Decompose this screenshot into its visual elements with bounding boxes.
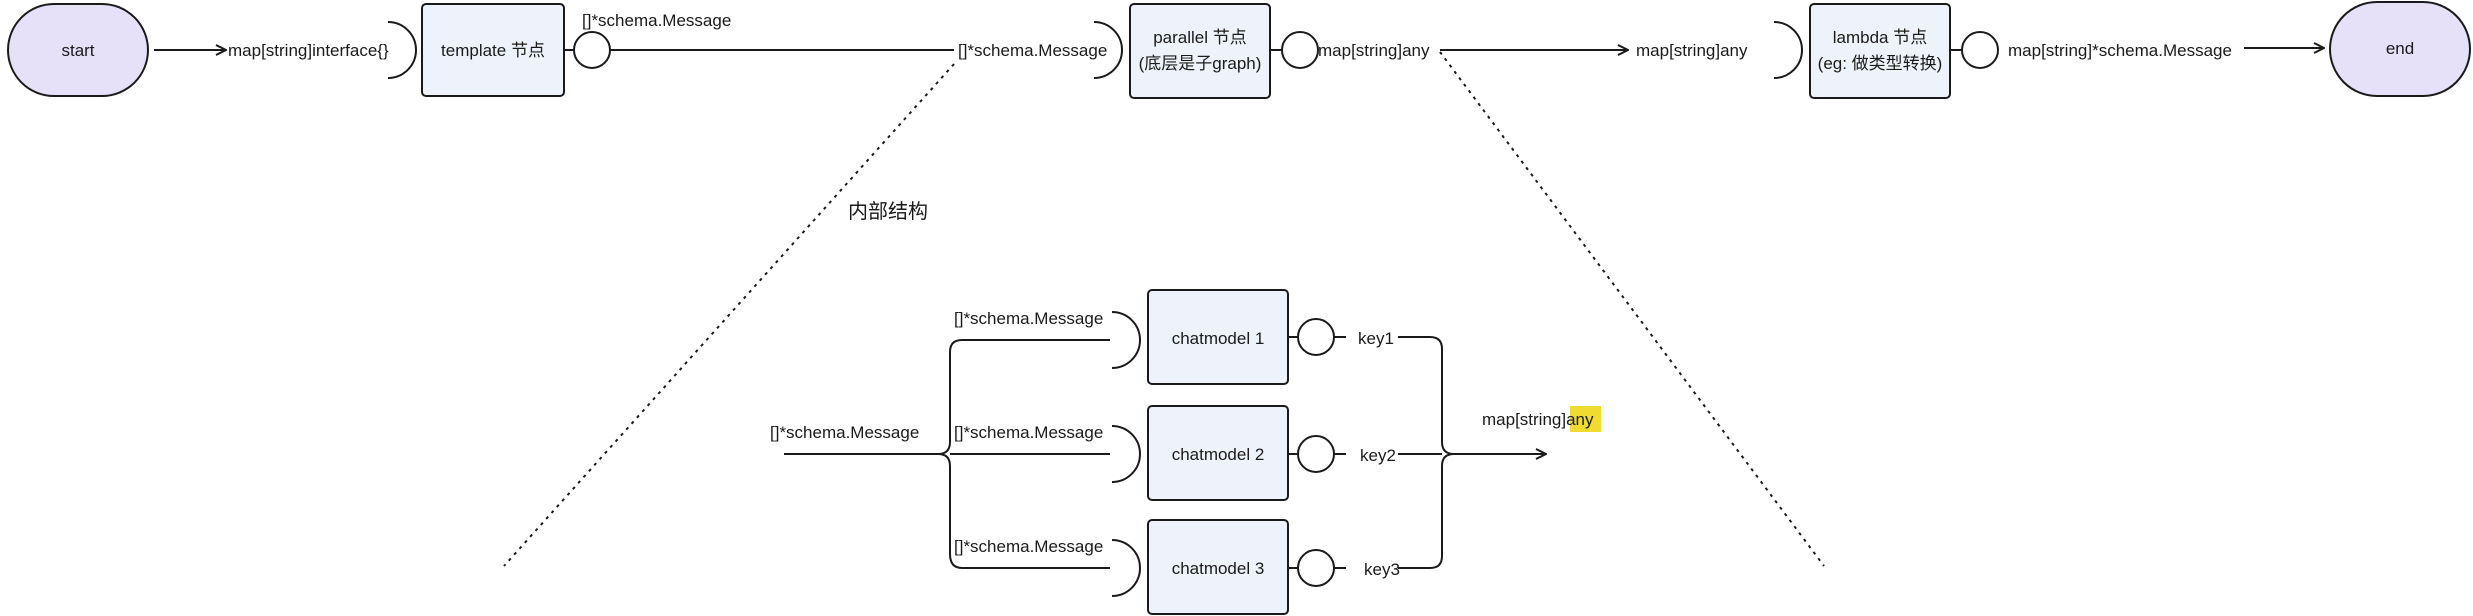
cm3-output-port — [1297, 549, 1335, 587]
lambda-input-socket — [1773, 21, 1803, 79]
parallel-node-sublabel: (底层是子graph) — [1139, 54, 1262, 73]
parallel-node: parallel 节点 (底层是子graph) — [1129, 3, 1271, 99]
label-start-to-template: map[string]interface{} — [228, 41, 389, 60]
chatmodel1-label: chatmodel 1 — [1172, 329, 1265, 348]
cm2-output-port — [1297, 435, 1335, 473]
chatmodel2-node: chatmodel 2 — [1147, 405, 1289, 501]
template-input-socket — [387, 21, 417, 79]
fan-in-bracket — [1398, 336, 1455, 569]
label-sub-input: []*schema.Message — [770, 423, 919, 442]
start-node: start — [7, 3, 149, 97]
end-label: end — [2386, 39, 2414, 58]
zoom-line-left — [503, 63, 955, 567]
label-lambda-output: map[string]*schema.Message — [2008, 41, 2232, 60]
cm1-input-socket — [1111, 311, 1141, 369]
chatmodel3-node: chatmodel 3 — [1147, 519, 1289, 615]
lambda-output-port — [1961, 31, 1999, 69]
label-cm3-input: []*schema.Message — [954, 537, 1103, 556]
template-output-port — [573, 31, 611, 69]
lambda-node-label: lambda 节点 — [1833, 28, 1927, 47]
label-cm1-input: []*schema.Message — [954, 309, 1103, 328]
label-key3: key3 — [1364, 560, 1400, 579]
cm1-output-port — [1297, 318, 1335, 356]
lambda-node: lambda 节点 (eg: 做类型转换) — [1809, 3, 1951, 99]
label-key2: key2 — [1360, 446, 1396, 465]
label-parallel-input: []*schema.Message — [958, 41, 1107, 60]
label-parallel-output: map[string]any — [1318, 41, 1430, 60]
end-node: end — [2329, 1, 2471, 97]
label-sub-output-prefix: map[string] — [1482, 410, 1566, 429]
label-template-output: []*schema.Message — [582, 11, 731, 30]
chatmodel1-node: chatmodel 1 — [1147, 289, 1289, 385]
label-cm2-input: []*schema.Message — [954, 423, 1103, 442]
cm3-input-socket — [1111, 539, 1141, 597]
zoom-line-right — [1439, 51, 1825, 567]
chatmodel3-label: chatmodel 3 — [1172, 559, 1265, 578]
parallel-input-socket — [1093, 21, 1123, 79]
label-sub-output: map[string]any — [1482, 410, 1594, 429]
parallel-node-label: parallel 节点 — [1153, 28, 1247, 47]
label-sub-output-highlight: any — [1566, 410, 1594, 429]
template-node-label: template 节点 — [441, 41, 545, 60]
lambda-node-sublabel: (eg: 做类型转换) — [1818, 54, 1943, 73]
label-lambda-input: map[string]any — [1636, 41, 1748, 60]
highlight-any — [1570, 406, 1601, 432]
cm2-input-socket — [1111, 425, 1141, 483]
chatmodel2-label: chatmodel 2 — [1172, 445, 1265, 464]
label-key1: key1 — [1358, 329, 1394, 348]
template-node: template 节点 — [421, 3, 565, 97]
parallel-output-port — [1281, 31, 1319, 69]
fan-out-bracket — [937, 339, 1110, 569]
start-label: start — [61, 41, 94, 60]
label-inner-structure: 内部结构 — [848, 200, 928, 223]
